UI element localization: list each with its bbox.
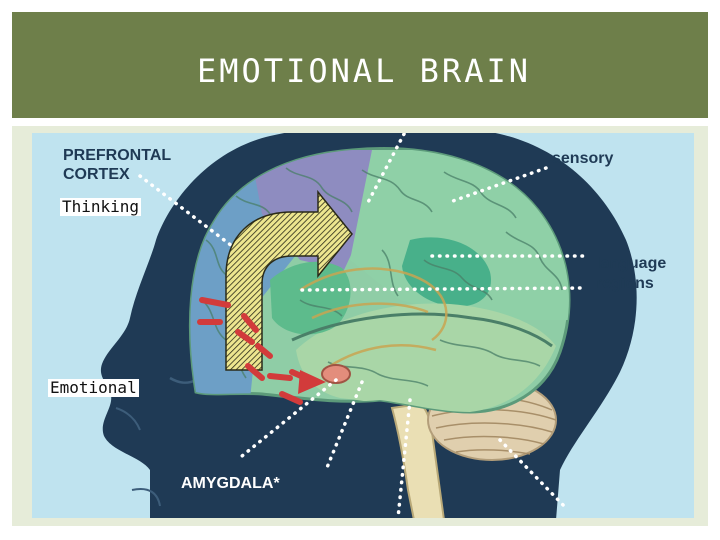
insula-region: [270, 261, 351, 335]
emotional-signal: [197, 297, 313, 405]
neural-tracts: [299, 267, 448, 368]
slide-title: EMOTIONAL BRAIN: [197, 52, 531, 90]
amygdala-shape: [321, 364, 351, 384]
language-label-line1: language: [596, 255, 666, 272]
thinking-annotation: Thinking: [60, 197, 142, 216]
thinking-arrow: [225, 189, 353, 371]
emotional-annotation: Emotional: [48, 378, 139, 397]
sensory-label: sensory: [552, 150, 613, 167]
nose-detail: [115, 407, 141, 431]
temporal-region: [296, 303, 556, 413]
emotional-arrowhead: [298, 370, 326, 394]
mouth-detail: [131, 488, 161, 507]
title-bar: EMOTIONAL BRAIN: [12, 12, 708, 118]
leader-lines: [138, 133, 588, 518]
prefrontal-label-line2: CORTEX: [63, 166, 130, 183]
prefrontal-label-line1: PREFRONTAL: [63, 147, 171, 164]
language-label-line2: regions: [596, 275, 654, 292]
amygdala-label: AMYGDALA*: [181, 475, 280, 492]
